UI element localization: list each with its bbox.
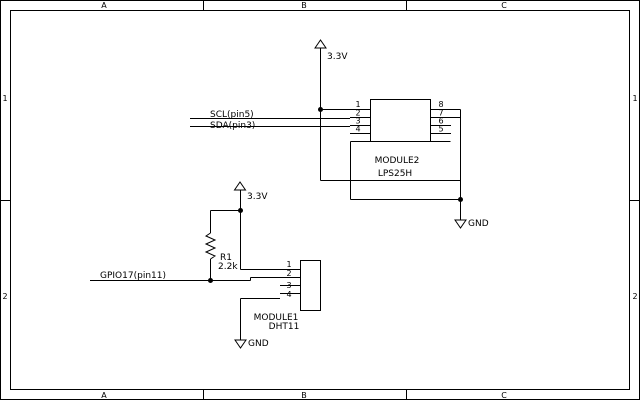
zone-col-c-bottom: C <box>501 391 507 400</box>
dht11-pin-2: 2 <box>286 269 291 278</box>
zone-row-1-left: 1 <box>2 94 7 103</box>
i2c-nets <box>190 118 350 127</box>
lps25h-name: LPS25H <box>378 169 412 179</box>
lps25h-power-symbol: 3.3V <box>314 39 348 62</box>
lps25h-junction-power <box>318 107 323 112</box>
lps25h-pin-1: 1 <box>355 100 360 109</box>
resistor-r1[interactable]: R1 2.2k <box>204 232 238 272</box>
zone-col-c-top: C <box>501 1 507 10</box>
resistor-r1-value: 2.2k <box>218 262 238 272</box>
dht11-ground-symbol: GND <box>234 339 269 349</box>
lps25h-pin-7: 7 <box>438 109 443 118</box>
lps25h-wires <box>320 48 461 220</box>
dht11-ref: MODULE1 <box>254 313 299 323</box>
dht11-power-label: 3.3V <box>247 192 268 202</box>
zone-col-b-top: B <box>301 1 307 10</box>
lps25h-pin-8: 8 <box>438 100 443 109</box>
zone-row-2-right: 2 <box>632 292 637 301</box>
dht11-body[interactable] <box>300 260 321 311</box>
dht11-module[interactable]: 1 2 3 4 MODULE1 DHT11 <box>254 260 321 332</box>
resistor-r1-ref: R1 <box>220 253 232 263</box>
zone-col-a-top: A <box>101 1 107 10</box>
dht11-wires <box>90 190 280 340</box>
lps25h-module[interactable]: 1 2 3 4 8 7 6 5 MODULE2 LPS25H <box>350 99 451 180</box>
zone-row-2-left: 2 <box>2 292 7 301</box>
dht11-ground-label: GND <box>248 339 269 349</box>
lps25h-pin-4: 4 <box>355 125 360 134</box>
zone-row-1-right: 1 <box>632 94 637 103</box>
lps25h-pin-5: 5 <box>438 125 443 134</box>
lps25h-ref: MODULE2 <box>375 156 420 166</box>
dht11-name: DHT11 <box>269 322 300 332</box>
inner-border <box>10 10 630 390</box>
lps25h-pin-2: 2 <box>355 109 360 118</box>
dht11-pin-1: 1 <box>286 260 291 269</box>
dht11-junction-power <box>238 208 243 213</box>
lps25h-pin-3: 3 <box>355 117 360 126</box>
gpio-net-label: GPIO17(pin11) <box>100 271 166 281</box>
dht11-junction-data <box>208 278 213 283</box>
lps25h-body[interactable] <box>370 99 431 142</box>
lps25h-junction-ground <box>458 197 463 202</box>
sda-net-label: SDA(pin3) <box>210 121 255 131</box>
lps25h-power-label: 3.3V <box>327 52 348 62</box>
zone-col-b-bottom: B <box>301 391 307 400</box>
lps25h-ground-label: GND <box>468 219 489 229</box>
resistor-r1-body[interactable] <box>204 232 217 260</box>
dht11-pin-4: 4 <box>286 290 291 299</box>
scl-net-label: SCL(pin5) <box>210 110 254 120</box>
lps25h-ground-symbol: GND <box>454 219 489 229</box>
dht11-power-symbol: 3.3V <box>233 181 268 202</box>
zone-col-a-bottom: A <box>101 391 107 400</box>
lps25h-pin-6: 6 <box>438 117 443 126</box>
dht11-pin-3: 3 <box>286 281 291 290</box>
